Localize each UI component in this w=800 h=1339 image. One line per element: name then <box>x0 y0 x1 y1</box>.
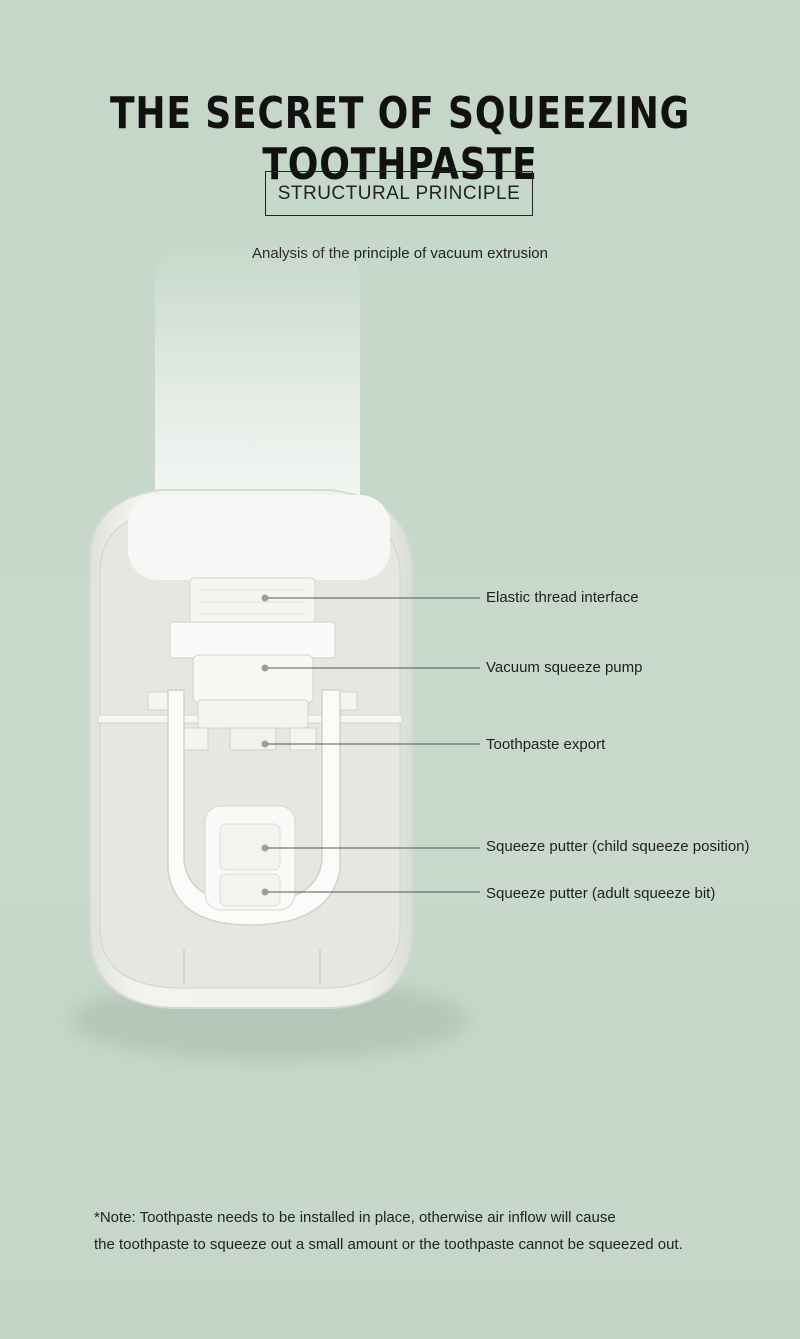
note-line-2: the toothpaste to squeeze out a small am… <box>94 1236 683 1253</box>
vacuum-pump <box>192 654 314 704</box>
toothpaste-outlet <box>229 727 277 751</box>
callout-child-squeeze-position: Squeeze putter (child squeeze position) <box>486 838 750 855</box>
pump-base <box>197 699 309 729</box>
pump-collar <box>169 621 336 659</box>
note-line-1: *Note: Toothpaste needs to be installed … <box>94 1209 616 1226</box>
callout-dot <box>261 594 269 602</box>
callout-elastic-thread-interface: Elastic thread interface <box>486 589 639 606</box>
callout-dot <box>261 664 269 672</box>
callout-leaders <box>266 597 480 893</box>
thread-interface <box>189 577 316 629</box>
callout-vacuum-squeeze-pump: Vacuum squeeze pump <box>486 659 643 676</box>
callout-toothpaste-export: Toothpaste export <box>486 736 606 753</box>
dispenser-illustration <box>70 240 480 1060</box>
tube-base <box>128 495 390 580</box>
callout-adult-squeeze-bit: Squeeze putter (adult squeeze bit) <box>486 885 716 902</box>
structural-principle-badge: STRUCTURAL PRINCIPLE <box>265 171 533 216</box>
page-title: THE SECRET OF SQUEEZING TOOTHPASTE <box>109 88 691 190</box>
callout-dot <box>261 888 269 896</box>
callout-dot <box>261 844 269 852</box>
callout-dot <box>261 740 269 748</box>
installation-note: *Note: Toothpaste needs to be installed … <box>94 1204 774 1258</box>
